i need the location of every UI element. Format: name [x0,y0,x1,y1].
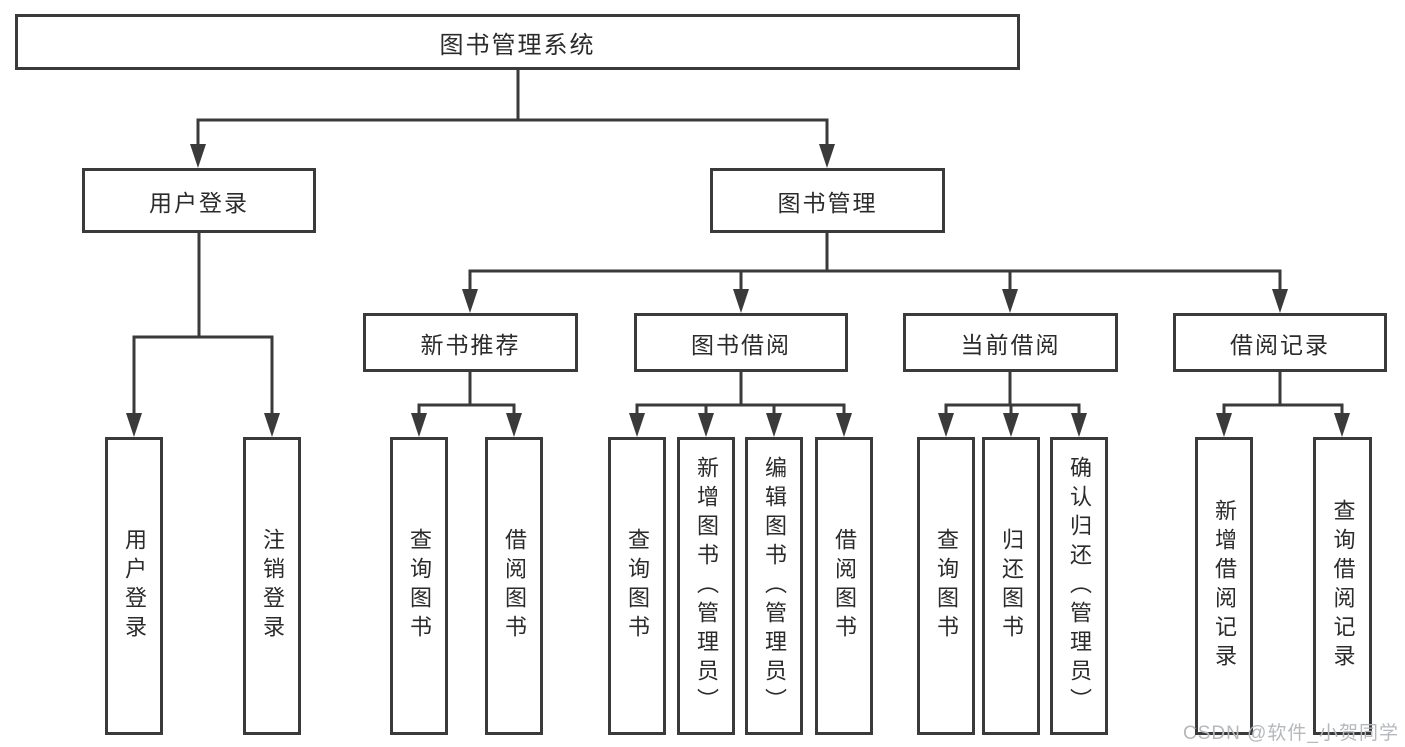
node-current-borrowing: 当前借阅 [903,313,1118,372]
node-leaf-borrow-books-1-label: 借阅图书 [502,528,527,644]
node-leaf-user-login-label: 用户登录 [122,528,147,644]
node-root: 图书管理系统 [15,14,1020,70]
node-leaf-logout-label: 注销登录 [260,528,285,644]
node-leaf-query-books-2-label: 查询图书 [625,528,650,644]
node-leaf-confirm-return-admin-label: 确认归还（管理员） [1067,455,1092,717]
node-leaf-query-books-3-label: 查询图书 [934,528,959,644]
node-leaf-edit-book-admin: 编辑图书（管理员） [745,437,803,735]
node-book-management: 图书管理 [710,168,945,233]
node-leaf-return-book-label: 归还图书 [999,528,1024,644]
node-leaf-query-borrow-record-label: 查询借阅记录 [1330,499,1356,673]
node-borrowing-records-label: 借阅记录 [1230,331,1330,358]
node-leaf-query-books-3: 查询图书 [917,437,975,735]
node-user-login-label: 用户登录 [149,189,249,216]
node-leaf-confirm-return-admin: 确认归还（管理员） [1050,437,1108,735]
node-leaf-add-borrow-record-label: 新增借阅记录 [1212,499,1237,673]
node-leaf-query-borrow-record: 查询借阅记录 [1313,437,1372,735]
node-current-borrowing-label: 当前借阅 [960,331,1061,358]
node-leaf-borrow-books-2-label: 借阅图书 [832,528,857,644]
node-book-borrowing-label: 图书借阅 [691,331,791,358]
node-book-borrowing: 图书借阅 [634,313,848,372]
node-leaf-query-books-2: 查询图书 [608,437,666,735]
node-user-login: 用户登录 [82,168,316,233]
node-leaf-user-login: 用户登录 [105,437,163,735]
node-root-label: 图书管理系统 [439,31,596,59]
node-leaf-return-book: 归还图书 [982,437,1040,735]
watermark: CSDN @软件_小贺同学 [1183,723,1399,744]
node-leaf-query-books-1-label: 查询图书 [407,528,432,644]
node-leaf-borrow-books-1: 借阅图书 [485,437,543,735]
node-borrowing-records: 借阅记录 [1173,313,1387,372]
node-new-book-recommend-label: 新书推荐 [420,331,521,358]
node-leaf-logout: 注销登录 [243,437,301,735]
node-leaf-add-borrow-record: 新增借阅记录 [1195,437,1253,735]
node-leaf-add-book-admin: 新增图书（管理员） [677,437,735,735]
node-new-book-recommend: 新书推荐 [363,313,578,372]
node-leaf-query-books-1: 查询图书 [390,437,448,735]
node-leaf-edit-book-admin-label: 编辑图书（管理员） [762,455,787,717]
node-leaf-add-book-admin-label: 新增图书（管理员） [694,455,719,717]
node-book-management-label: 图书管理 [777,189,878,216]
node-leaf-borrow-books-2: 借阅图书 [815,437,873,735]
